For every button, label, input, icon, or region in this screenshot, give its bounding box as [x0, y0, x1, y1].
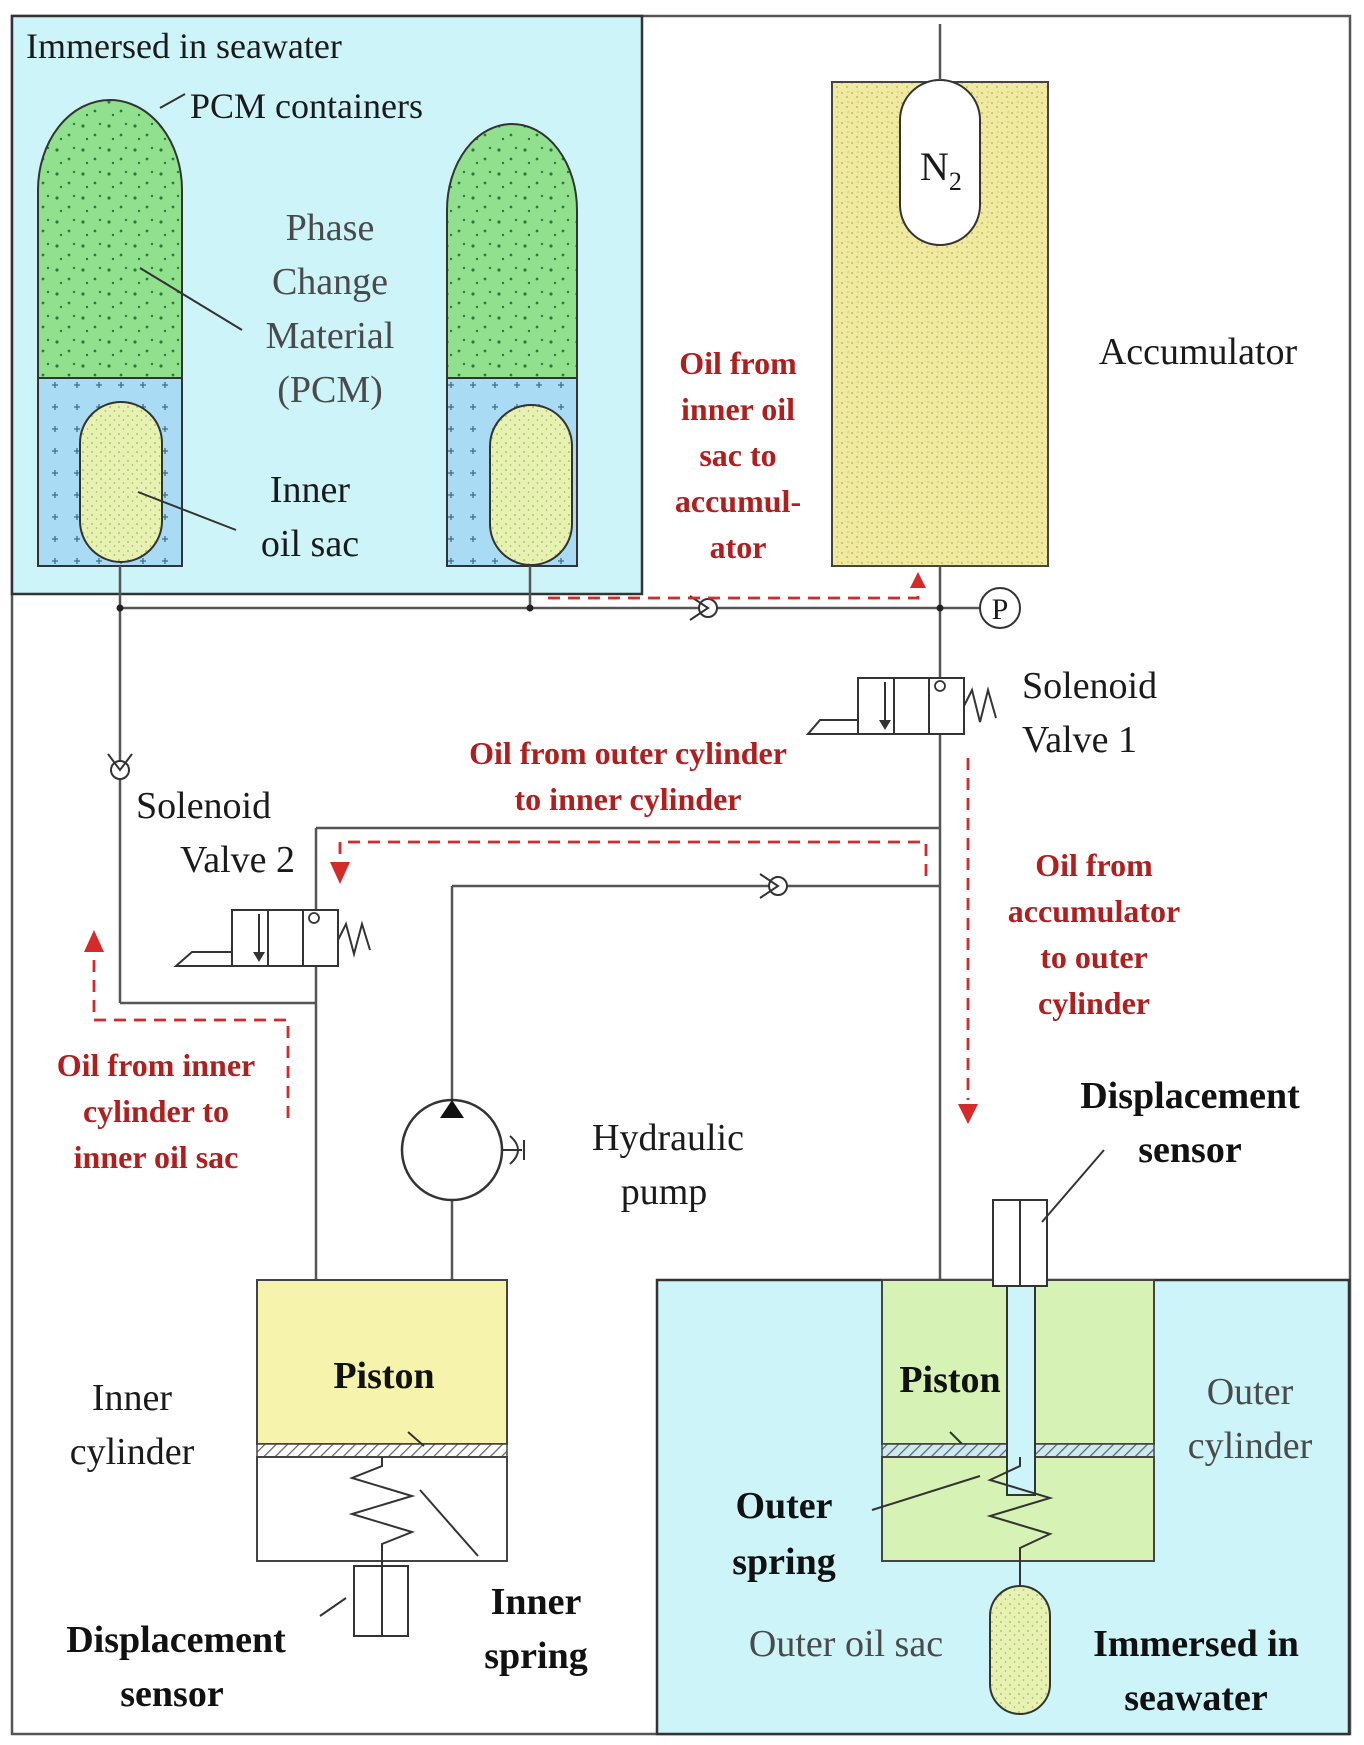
flow-label-line: to inner cylinder — [515, 781, 742, 817]
flow-label-line: accumulator — [1008, 893, 1180, 929]
label-accumulator: Accumulator — [1099, 331, 1298, 373]
label-displacement-sensor-left-line2: sensor — [120, 1673, 224, 1715]
solenoid-valve-1 — [805, 677, 997, 735]
flow-label-line: cylinder — [1038, 985, 1150, 1021]
junction-dot — [526, 604, 534, 612]
label-piston-inner: Piston — [333, 1355, 434, 1397]
outer-oil-sac — [989, 1585, 1051, 1715]
inner-oil-sac-right — [489, 404, 573, 566]
flow-label-line: Oil from inner — [57, 1047, 256, 1083]
label-displacement-sensor-right-line2: sensor — [1138, 1129, 1242, 1171]
label-hydraulic-pump-line1: Hydraulic — [592, 1117, 744, 1159]
flow-arrow-accumulator-to-outer — [958, 758, 978, 1124]
label-solenoid1-line1: Solenoid — [1022, 665, 1157, 707]
flow-label-sac-to-accumulator: Oil from inner oil sac to accumul- ator — [675, 345, 801, 565]
accumulator — [831, 79, 1049, 567]
flow-label-line: sac to — [699, 437, 776, 473]
label-inner-cylinder-line1: Inner — [92, 1377, 173, 1419]
junction-dot — [116, 604, 124, 612]
flow-label-line: Oil from — [679, 345, 797, 381]
outer-cylinder — [881, 1199, 1155, 1715]
label-n2: N2 — [920, 144, 962, 196]
label-pcm-containers: PCM containers — [190, 86, 423, 126]
hydraulic-pump — [400, 1098, 525, 1202]
label-outer-cylinder-line1: Outer — [1207, 1371, 1294, 1413]
flow-label-line: ator — [710, 529, 767, 565]
label-immersed-top: Immersed in seawater — [26, 26, 342, 66]
label-outer-cylinder-line2: cylinder — [1188, 1425, 1313, 1467]
pressure-gauge-label: P — [992, 593, 1009, 626]
label-inner-cylinder-line2: cylinder — [70, 1431, 195, 1473]
inner-oil-sac-left — [79, 401, 163, 563]
label-inner-spring-line2: spring — [484, 1635, 587, 1677]
label-outer-oil-sac: Outer oil sac — [749, 1623, 943, 1665]
flow-label-line: inner oil — [681, 391, 795, 427]
check-valve-left — [107, 753, 133, 780]
solenoid-valve-2 — [173, 909, 371, 967]
flow-label-line: to outer — [1040, 939, 1148, 975]
pressure-gauge: P — [979, 587, 1021, 629]
flow-arrow-sac-to-accumulator — [548, 572, 926, 600]
pcm-container-left — [37, 99, 183, 567]
flow-label-line: inner oil sac — [74, 1139, 239, 1175]
label-displacement-sensor-left-line1: Displacement — [66, 1619, 286, 1661]
flow-label-inner-cylinder-to-sac: Oil from inner cylinder to inner oil sac — [57, 1047, 256, 1175]
label-outer-spring-line1: Outer — [735, 1485, 832, 1527]
label-pcm-line1: Phase — [286, 207, 375, 249]
inner-cylinder — [256, 1279, 508, 1637]
flow-label-line: Oil from — [1035, 847, 1153, 883]
label-piston-outer: Piston — [899, 1359, 1000, 1401]
inner-piston — [256, 1443, 508, 1458]
flow-label-line: accumul- — [675, 483, 801, 519]
flow-arrow-inner-cylinder-to-sac — [84, 930, 290, 1118]
label-solenoid2-line1: Solenoid — [136, 785, 271, 827]
leader-lines — [137, 93, 1105, 1617]
junction-dot — [936, 604, 944, 612]
flow-arrow-outer-to-inner — [330, 840, 928, 884]
flow-label-outer-to-inner: Oil from outer cylinder to inner cylinde… — [469, 735, 787, 817]
label-inner-oil-sac-line1: Inner — [270, 469, 351, 511]
label-pcm-line4: (PCM) — [277, 369, 383, 411]
label-immersed-bottom-line1: Immersed in — [1093, 1623, 1299, 1665]
flow-label-line: cylinder to — [83, 1093, 229, 1129]
label-displacement-sensor-right-line1: Displacement — [1080, 1075, 1300, 1117]
label-inner-oil-sac-line2: oil sac — [261, 523, 359, 565]
outer-spring — [986, 1457, 1054, 1588]
inner-spring — [348, 1457, 416, 1561]
pcm-container-right — [446, 123, 578, 567]
label-hydraulic-pump-line2: pump — [621, 1171, 708, 1213]
check-valve-middle — [759, 873, 788, 899]
flow-label-accumulator-to-outer: Oil from accumulator to outer cylinder — [1008, 847, 1180, 1021]
label-solenoid2-line2: Valve 2 — [180, 839, 295, 881]
label-solenoid1-line2: Valve 1 — [1022, 719, 1137, 761]
label-pcm-line3: Material — [266, 315, 395, 357]
label-outer-spring-line2: spring — [732, 1541, 835, 1583]
label-inner-spring-line1: Inner — [491, 1581, 582, 1623]
label-pcm-line2: Change — [272, 261, 388, 303]
label-immersed-bottom-line2: seawater — [1124, 1677, 1268, 1719]
flow-label-line: Oil from outer cylinder — [469, 735, 787, 771]
